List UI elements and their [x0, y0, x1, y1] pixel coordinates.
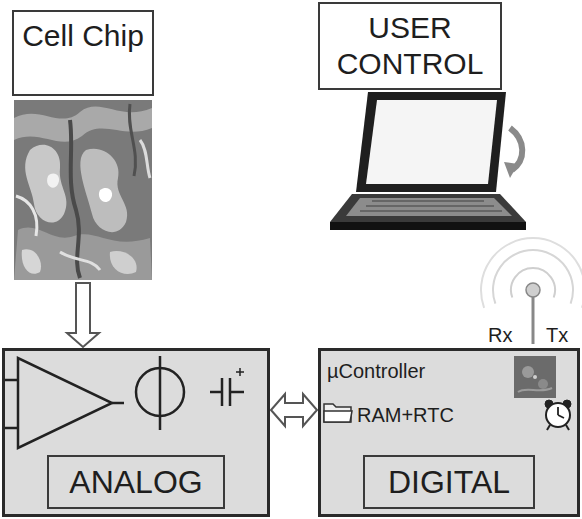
text-slot: USER CONTROL: [318, 2, 502, 90]
current-source-symbol: [136, 356, 184, 430]
component-label: RAM+RTC: [357, 403, 454, 427]
block-title: Cell Chip: [12, 10, 154, 96]
text-slot: µController: [327, 359, 513, 383]
cell-micrograph: [14, 100, 152, 280]
text-slot: RAM+RTC: [357, 403, 537, 427]
clock-icon: [545, 400, 571, 430]
panel-label: DIGITAL: [363, 455, 535, 509]
component-label: µController: [327, 359, 425, 383]
text-slot: Tx: [546, 323, 582, 347]
signal-label: Tx: [546, 323, 568, 347]
digital-panel: µControllerRAM+RTC DIGITAL: [318, 348, 580, 517]
analog-panel: ANALOG: [2, 348, 270, 517]
cell-chip-node: Cell Chip: [12, 10, 154, 282]
digital-panel-ground: [318, 348, 580, 517]
text-slot: Rx: [488, 323, 528, 347]
amplifier-symbol: [5, 358, 124, 448]
panel-label: ANALOG: [47, 455, 225, 509]
capacitor-symbol: [210, 368, 244, 406]
user-control-node: USER CONTROL: [318, 2, 502, 96]
hollow-arrow: [67, 283, 99, 347]
text-slot: DIGITAL: [363, 455, 535, 509]
hollow-arrow: [271, 394, 317, 426]
folder-icon: [324, 404, 352, 422]
chip-image: [514, 356, 556, 398]
analog-panel-ground: [2, 348, 270, 517]
block-title: USER CONTROL: [318, 2, 502, 90]
sync-arrow: [504, 128, 522, 178]
laptop-icon: [330, 92, 526, 230]
signal-label: Rx: [488, 323, 512, 347]
text-slot: ANALOG: [47, 455, 225, 509]
text-slot: Cell Chip: [12, 10, 154, 96]
